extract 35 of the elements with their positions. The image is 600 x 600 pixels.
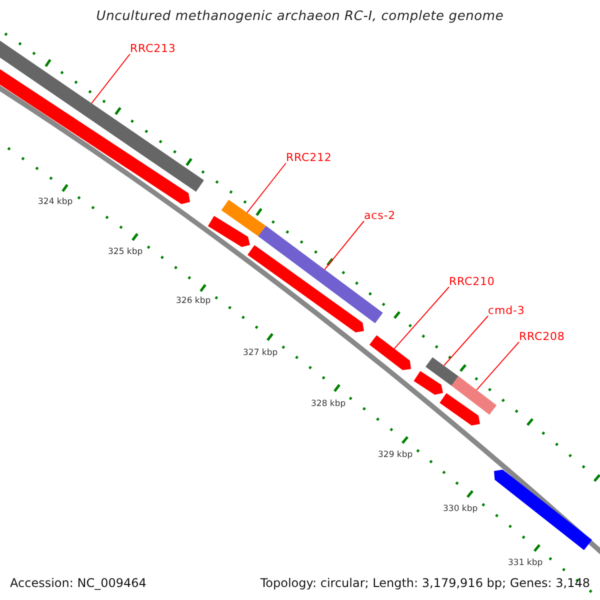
gene-label: RRC212 [286, 151, 332, 164]
gene-bar [426, 357, 458, 386]
gene-label: acs-2 [364, 209, 396, 222]
gene-bar [0, 68, 190, 204]
scale-label: 325 kbp [108, 247, 143, 257]
scale-label: 326 kbp [176, 296, 211, 306]
gene-bar [451, 376, 497, 415]
gene-label: RRC208 [519, 330, 565, 343]
gene-bar [248, 245, 364, 332]
gene-bar [208, 216, 250, 247]
gene-bar [0, 39, 204, 192]
gene-bar [440, 393, 480, 426]
leader-line [246, 162, 286, 214]
gene-label: RRC210 [449, 275, 495, 288]
leader-line [476, 342, 520, 390]
leader-line [91, 54, 130, 104]
scale-label: 328 kbp [311, 399, 346, 409]
leader-line [444, 316, 488, 366]
gene-bar [221, 200, 266, 236]
gene-bar [258, 226, 383, 324]
gene-bar [494, 470, 592, 550]
gene-bar [414, 371, 443, 395]
gene-label: RRC213 [130, 42, 176, 55]
gene-bar [369, 335, 411, 370]
genome-info: Topology: circular; Length: 3,179,916 bp; Genes: 3,148 [260, 576, 590, 590]
title: Uncultured methanogenic archaeon RC-I, complete genome [95, 9, 505, 24]
scale-label: 331 kbp [508, 558, 543, 568]
scale-label: 329 kbp [378, 450, 413, 460]
scale-label: 330 kbp [443, 504, 478, 514]
scale-label: 324 kbp [38, 197, 73, 207]
gene-label: cmd-3 [488, 304, 525, 317]
accession-text: Accession: NC_009464 [10, 576, 146, 590]
leader-line [324, 220, 364, 270]
leader-line [394, 286, 450, 350]
scale-label: 327 kbp [243, 348, 278, 358]
